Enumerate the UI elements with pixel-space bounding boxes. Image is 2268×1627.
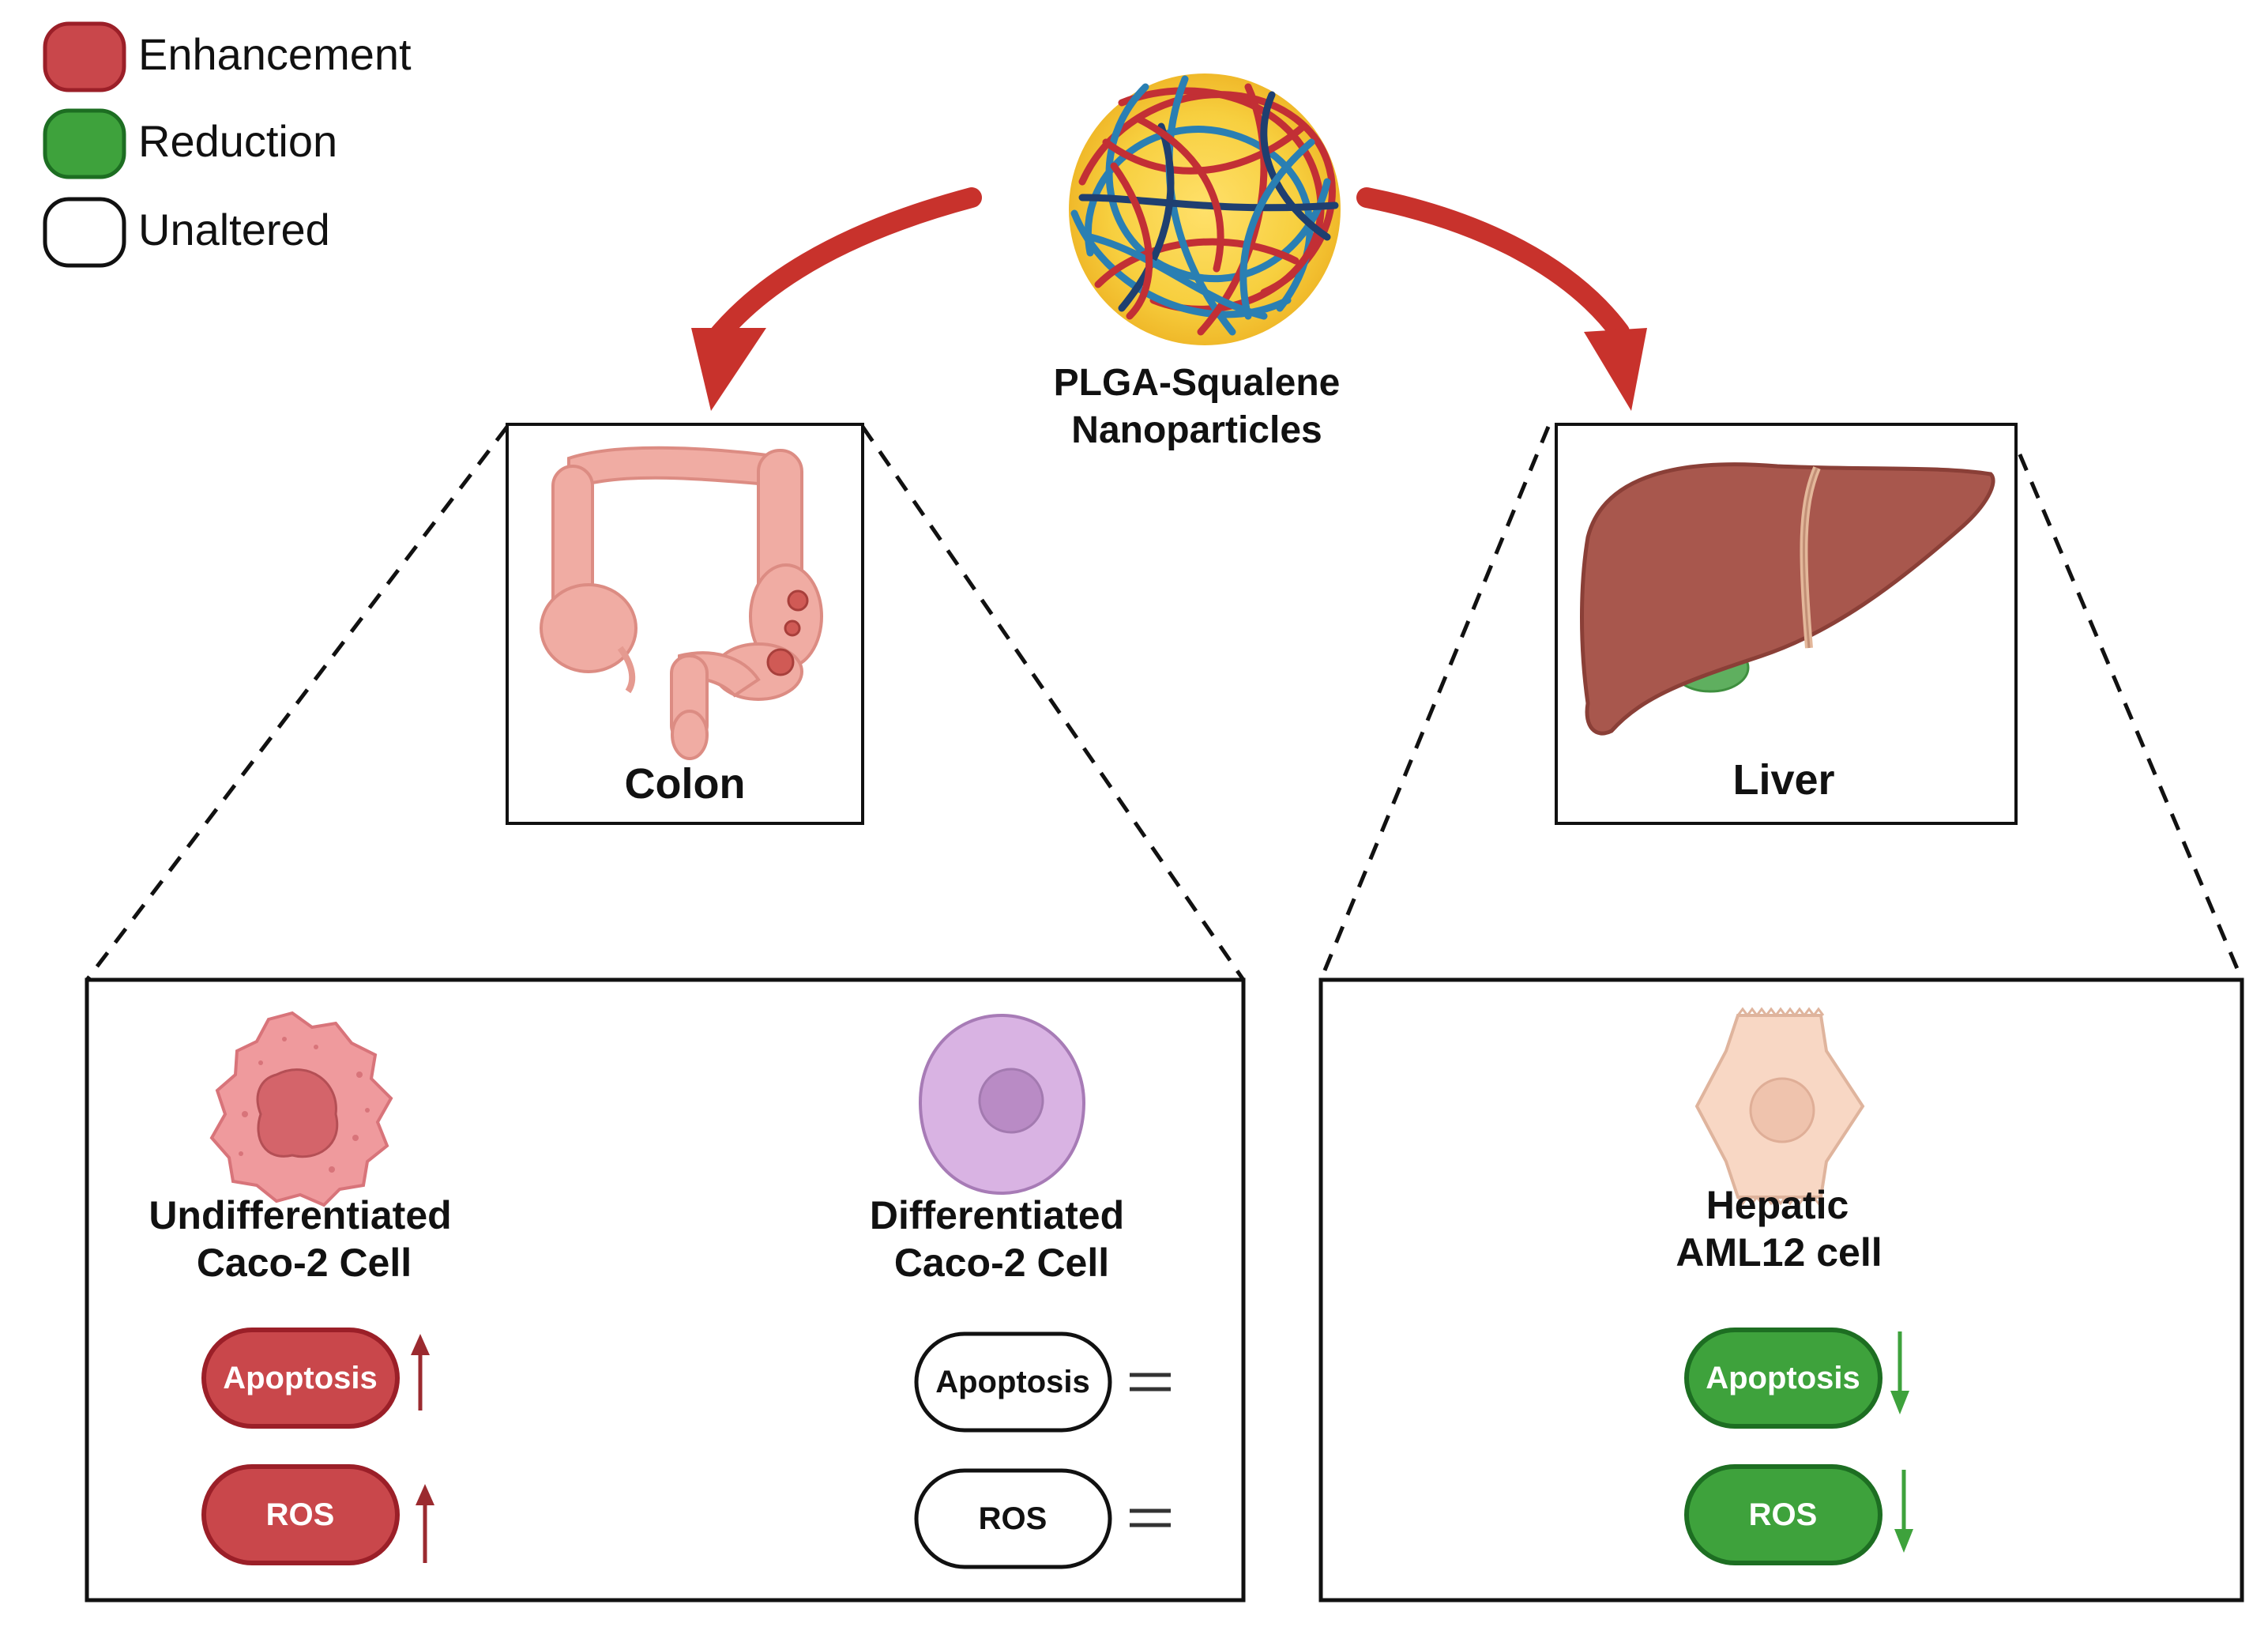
legend-swatch-enhancement bbox=[43, 21, 126, 92]
undiff-apoptosis-pill: Apoptosis bbox=[201, 1328, 400, 1429]
liver-label: Liver bbox=[1732, 756, 1834, 804]
diff-apoptosis-equal-icon bbox=[1130, 1373, 1171, 1392]
hepatic-panel: Hepatic AML12 cell Apoptosis ROS bbox=[1318, 977, 2244, 1603]
legend-item-enhancement: Enhancement bbox=[43, 21, 412, 92]
hepatic-apoptosis-label: Apoptosis bbox=[1706, 1361, 1860, 1395]
colon-panel: Colon bbox=[506, 423, 864, 825]
undifferentiated-cell-label-line2: Caco-2 Cell bbox=[197, 1241, 412, 1285]
nanoparticle-label-line1: PLGA-Squalene bbox=[1054, 362, 1341, 404]
hepatic-apoptosis-pill: Apoptosis bbox=[1684, 1328, 1882, 1429]
diff-ros-equal-icon bbox=[1130, 1508, 1171, 1527]
zoom-lines-colon bbox=[85, 425, 1246, 981]
legend-swatch-unaltered bbox=[43, 197, 126, 268]
hepatic-cell-label-line1: Hepatic bbox=[1706, 1183, 1849, 1227]
colon-label: Colon bbox=[625, 760, 746, 808]
undifferentiated-cell-label-line1: Undifferentiated bbox=[149, 1193, 451, 1237]
caco2-panel: Undifferentiated Caco-2 Cell Apoptosis R… bbox=[85, 977, 1246, 1603]
undiff-ros-pill: ROS bbox=[201, 1464, 400, 1565]
legend-label-unaltered: Unaltered bbox=[138, 205, 330, 254]
legend-label-reduction: Reduction bbox=[138, 116, 337, 166]
undifferentiated-cell-illustration bbox=[209, 1011, 393, 1207]
colon-illustration bbox=[540, 446, 823, 760]
diff-apoptosis-pill: Apoptosis bbox=[914, 1331, 1112, 1433]
undiff-apoptosis-label: Apoptosis bbox=[223, 1361, 378, 1395]
liver-panel: Liver bbox=[1555, 423, 2018, 825]
nanoparticle-label-line2: Nanoparticles bbox=[1071, 409, 1322, 451]
hepatic-apoptosis-down-arrow-icon bbox=[1890, 1331, 1909, 1414]
hepatic-ros-pill: ROS bbox=[1684, 1464, 1882, 1565]
differentiated-cell-illustration bbox=[918, 1013, 1086, 1196]
legend-label-enhancement: Enhancement bbox=[138, 29, 412, 79]
hepatic-ros-down-arrow-icon bbox=[1894, 1470, 1913, 1553]
undiff-ros-up-arrow-icon bbox=[416, 1484, 434, 1563]
legend-item-reduction: Reduction bbox=[43, 108, 337, 179]
colon-tumors bbox=[766, 589, 809, 676]
hepatic-cell-label-line2: AML12 cell bbox=[1676, 1230, 1882, 1275]
zoom-lines-liver bbox=[1318, 426, 2244, 981]
undiff-ros-label: ROS bbox=[266, 1497, 335, 1532]
differentiated-cell-label-line2: Caco-2 Cell bbox=[894, 1241, 1109, 1285]
diff-ros-pill: ROS bbox=[914, 1468, 1112, 1569]
differentiated-cell-label-line1: Differentiated bbox=[870, 1193, 1124, 1237]
legend: Enhancement Reduction Unaltered bbox=[43, 21, 412, 268]
arrow-to-colon bbox=[691, 187, 982, 411]
legend-item-unaltered: Unaltered bbox=[43, 197, 330, 268]
nanoparticle-illustration: PLGA-Squalene Nanoparticles bbox=[1054, 73, 1341, 451]
diff-apoptosis-label: Apoptosis bbox=[935, 1365, 1090, 1399]
arrow-to-liver bbox=[1356, 187, 1647, 411]
undiff-apoptosis-up-arrow-icon bbox=[411, 1334, 430, 1410]
liver-illustration bbox=[1580, 462, 1995, 736]
legend-swatch-reduction bbox=[43, 108, 126, 179]
hepatic-ros-label: ROS bbox=[1749, 1497, 1818, 1532]
hepatic-cell-illustration bbox=[1694, 1007, 1865, 1206]
diff-ros-label: ROS bbox=[979, 1501, 1047, 1536]
